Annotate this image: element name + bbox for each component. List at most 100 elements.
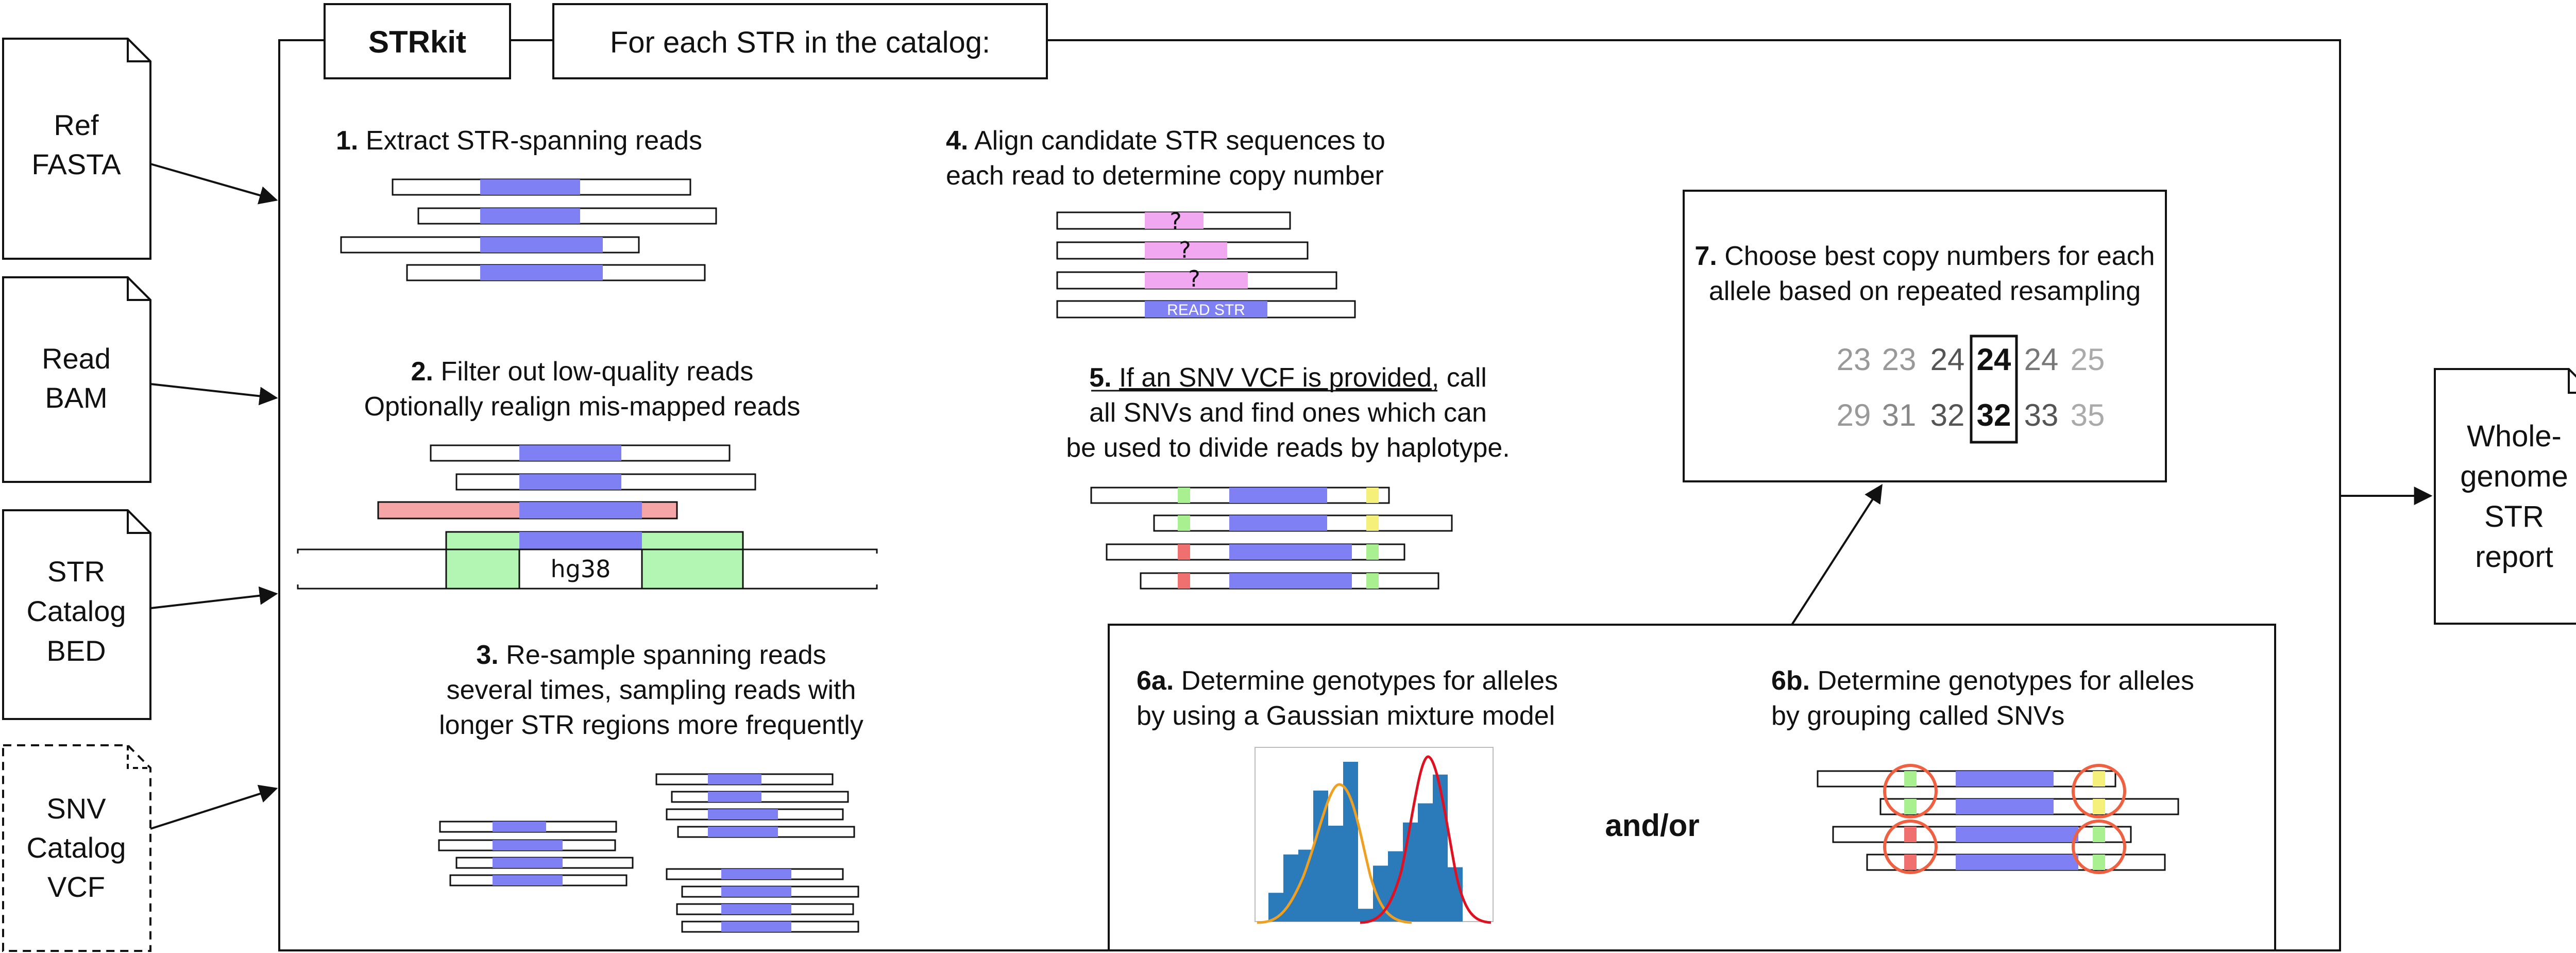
read: ?	[1056, 266, 1337, 292]
step-1-number: 1.	[336, 126, 358, 156]
step-5: 5. If an SNV VCF is provided, call all S…	[1066, 363, 1510, 590]
step-7-number: 7.	[1694, 241, 1717, 271]
read	[1817, 770, 2116, 788]
step-4: 4. Align candidate STR sequences to each…	[946, 126, 1385, 319]
loop-label-box: For each STR in the catalog:	[552, 3, 1048, 79]
question-mark: ?	[1179, 237, 1191, 263]
read	[677, 826, 855, 838]
read	[676, 903, 854, 915]
histogram-bar	[1358, 909, 1373, 922]
step-2-reads: hg38	[297, 444, 878, 590]
step-6b-text-2: by grouping called SNVs	[1771, 701, 2064, 731]
ref-fasta-line2: FASTA	[31, 148, 121, 180]
step-4-text-2: each read to determine copy number	[946, 161, 1384, 191]
output-line4: report	[2475, 540, 2553, 574]
reference-hg38: hg38	[297, 531, 878, 590]
ref-fasta-line1: Ref	[54, 109, 99, 141]
read	[681, 885, 859, 898]
copy-number: 31	[1882, 398, 1917, 432]
step-6a-text-2: by using a Gaussian mixture model	[1137, 701, 1555, 731]
read	[417, 207, 717, 225]
read	[340, 236, 640, 254]
step-3: 3. Re-sample spanning reads several time…	[438, 640, 863, 933]
step-6b-text-1: Determine genotypes for alleles	[1818, 666, 2194, 696]
input-ref-fasta: Ref FASTA	[2, 38, 151, 260]
read	[666, 808, 844, 821]
step-5-underlined: If an SNV VCF is provided	[1119, 363, 1432, 393]
step-5-text-1: , call	[1432, 363, 1487, 393]
svg-text:1. Extract STR-spanning reads: 1. Extract STR-spanning reads	[336, 126, 702, 156]
input-str-catalog-bed: STR Catalog BED	[2, 509, 151, 720]
input-snv-catalog-vcf: SNV Catalog VCF	[2, 744, 151, 952]
snv-circle	[1883, 764, 1938, 818]
step-2: 2. Filter out low-quality reads Optional…	[297, 357, 878, 590]
step-5-reads	[1090, 487, 1453, 590]
step-7-text-2: allele based on repeated resampling	[1709, 276, 2141, 306]
read: ?	[1056, 208, 1291, 235]
selected-copy-number: 32	[1977, 398, 2011, 432]
step-7-box: 7. Choose best copy numbers for each all…	[1683, 190, 2167, 482]
step-2-text-1: Filter out low-quality reads	[440, 357, 753, 387]
copy-number: 35	[2071, 398, 2105, 432]
misaligned-read	[377, 501, 678, 520]
output-str-report: Whole- genome STR report	[2434, 368, 2576, 625]
strkit-title: STRkit	[368, 25, 466, 59]
read	[681, 921, 859, 933]
copy-number: 23	[1882, 342, 1917, 377]
selected-copy-number: 24	[1977, 342, 2011, 377]
gaussian-curve-2	[1360, 755, 1492, 924]
svg-text:5. If an SNV VCF is provided,: 5. If an SNV VCF is provided, call	[1089, 363, 1487, 393]
strkit-label-box: STRkit	[324, 3, 511, 79]
step-4-reads: ? ? ? READ STR	[1056, 208, 1356, 319]
histogram-bars	[1268, 762, 1463, 922]
copy-number: 25	[2071, 342, 2105, 377]
step-4-text-1: Align candidate STR sequences to	[974, 126, 1385, 156]
step-3-text-1: Re-sample spanning reads	[506, 640, 826, 670]
histogram-bar	[1433, 774, 1448, 922]
resample-set-3	[666, 868, 859, 933]
histogram-bar	[1283, 854, 1298, 922]
step-6a-text-1: Determine genotypes for alleles	[1181, 666, 1558, 696]
read	[455, 473, 756, 491]
svg-text:2. Filter out low-quality read: 2. Filter out low-quality reads	[411, 357, 754, 387]
step-1-text: Extract STR-spanning reads	[366, 126, 702, 156]
vcf-line1: SNV	[46, 792, 106, 825]
read	[666, 868, 844, 880]
histogram-bar	[1418, 803, 1433, 922]
output-line2: genome	[2460, 460, 2568, 493]
copy-number: 24	[1930, 342, 1965, 377]
step-3-text-3: longer STR regions more frequently	[439, 710, 863, 740]
read: ?	[1056, 237, 1309, 263]
histogram-bar	[1403, 822, 1418, 922]
read-bam-line2: BAM	[45, 381, 107, 414]
loop-label: For each STR in the catalog:	[610, 26, 990, 59]
read	[1832, 826, 2132, 843]
read	[1879, 798, 2179, 815]
snv-grouped-reads	[1817, 764, 2179, 874]
input-arrows	[150, 163, 278, 830]
svg-text:4. Align candidate STR sequenc: 4. Align candidate STR sequences to	[946, 126, 1385, 156]
output-line1: Whole-	[2467, 420, 2562, 453]
step-1: 1. Extract STR-spanning reads	[336, 126, 717, 281]
read	[1140, 572, 1439, 590]
read	[439, 821, 617, 833]
read	[1090, 487, 1390, 504]
gmm-histogram	[1255, 747, 1494, 924]
step-1-reads	[340, 178, 717, 281]
selected-copy-number-box	[1970, 335, 2018, 444]
snv-circle	[2072, 820, 2126, 874]
step-5-text-2: all SNVs and find ones which can	[1089, 398, 1487, 428]
vcf-line3: VCF	[47, 871, 105, 903]
copy-number: 23	[1837, 342, 1871, 377]
resample-set-2	[655, 773, 855, 838]
copy-number: 33	[2024, 398, 2059, 432]
copy-number-row-2: 29 31 32 32 33 35	[1837, 398, 2105, 432]
read	[392, 178, 691, 196]
read	[1153, 514, 1453, 532]
bed-line3: BED	[46, 634, 106, 667]
histogram-bar	[1313, 790, 1328, 922]
read-bam-line1: Read	[42, 342, 111, 375]
read	[1106, 543, 1405, 561]
histogram-bar	[1328, 826, 1343, 922]
